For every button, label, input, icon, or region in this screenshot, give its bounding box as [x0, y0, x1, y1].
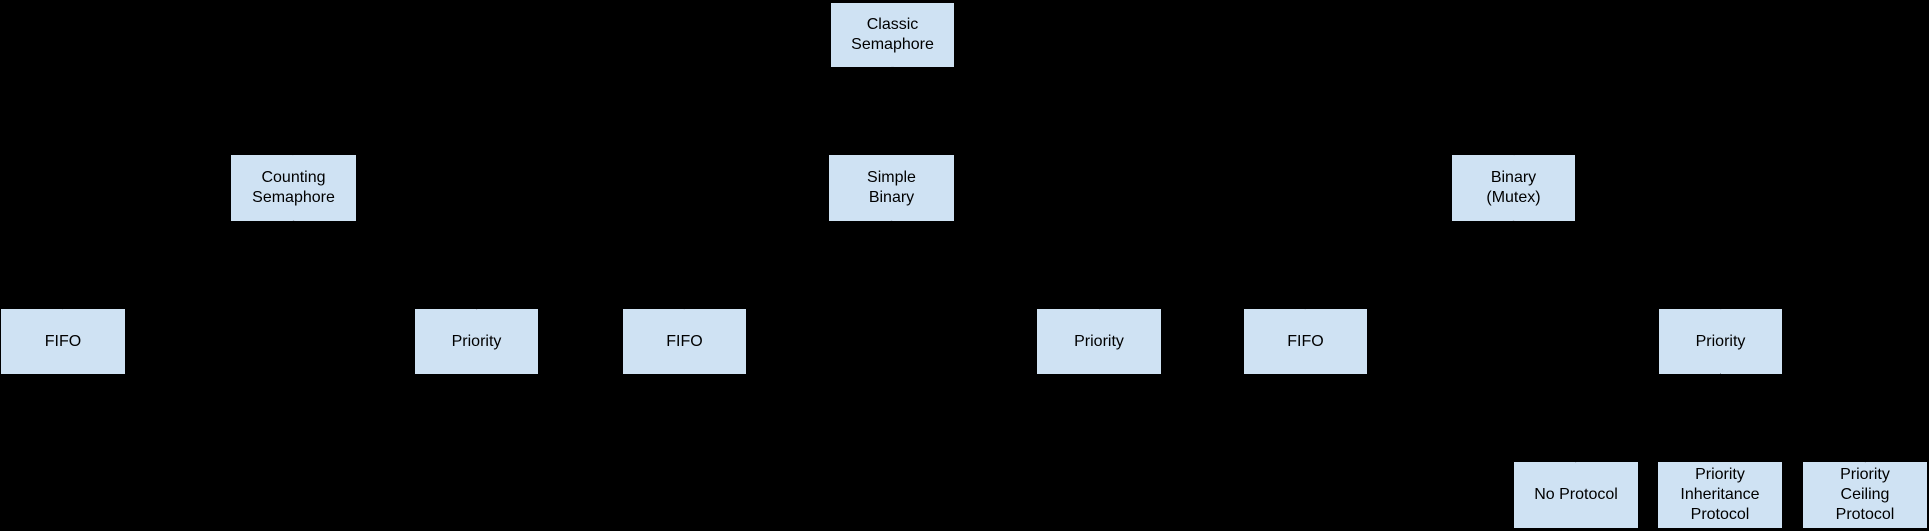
edge-counting-to-fifo: [61, 220, 295, 310]
node-counting-semaphore: Counting Semaphore: [230, 154, 357, 222]
node-priority-ceiling-protocol: Priority Ceiling Protocol: [1802, 461, 1928, 529]
node-binary-mutex-fifo: FIFO: [1243, 308, 1368, 375]
edge-binary-mutex-to-fifo: [1304, 220, 1515, 310]
node-no-protocol: No Protocol: [1513, 461, 1639, 529]
node-classic-semaphore: Classic Semaphore: [830, 2, 955, 68]
node-binary-mutex-priority: Priority: [1658, 308, 1783, 375]
node-simple-binary: Simple Binary: [828, 154, 955, 222]
node-binary-mutex: Binary (Mutex): [1451, 154, 1576, 222]
edge-binary-mutex-to-priority: [1512, 220, 1722, 310]
edge-classic-to-counting: [292, 66, 894, 156]
edge-priority-to-inheritance: [1718, 373, 1722, 463]
edge-classic-to-binary-mutex: [891, 66, 1515, 156]
node-counting-priority: Priority: [414, 308, 539, 375]
edge-priority-to-no-protocol: [1574, 373, 1722, 463]
edge-simple-binary-to-fifo: [683, 220, 893, 310]
edge-simple-binary-to-priority: [890, 220, 1101, 310]
edge-classic-to-simple-binary: [890, 66, 894, 156]
node-priority-inheritance-protocol: Priority Inheritance Protocol: [1657, 461, 1783, 529]
node-simple-binary-priority: Priority: [1036, 308, 1162, 375]
edge-counting-to-priority: [292, 220, 478, 310]
edge-priority-to-ceiling: [1719, 373, 1867, 463]
node-counting-fifo: FIFO: [0, 308, 126, 375]
node-simple-binary-fifo: FIFO: [622, 308, 747, 375]
